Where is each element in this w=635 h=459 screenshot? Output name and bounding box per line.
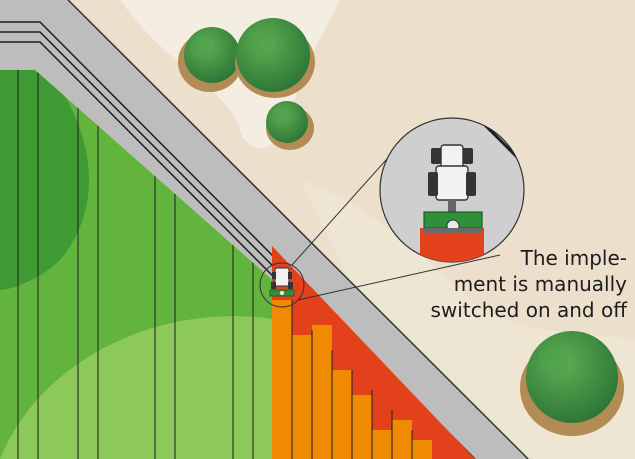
zoom-origin-circle — [259, 262, 305, 308]
overlap-block — [372, 390, 392, 430]
zoom-connector-bottom — [297, 254, 501, 301]
caption-line-2: ment is manually — [453, 272, 627, 296]
guidance-line-outer — [67, 0, 529, 459]
caption-line-3: switched on and off — [430, 298, 627, 322]
caption: The imple- ment is manually switched on … — [407, 245, 627, 323]
tractor-icon — [269, 267, 295, 297]
tree-icon — [520, 331, 624, 436]
tree-icon — [266, 101, 314, 150]
zoom-connector-top — [291, 149, 396, 266]
caption-line-1: The imple- — [520, 246, 627, 270]
overlap-steps — [272, 246, 475, 459]
tree-icon — [178, 27, 242, 92]
field-dark-zone — [0, 70, 89, 290]
tractor-detail-icon — [428, 144, 476, 212]
zoom-callout — [379, 117, 525, 263]
seed-drill-icon — [423, 211, 483, 233]
tree-icon — [235, 18, 315, 98]
field-rows — [17, 70, 254, 459]
